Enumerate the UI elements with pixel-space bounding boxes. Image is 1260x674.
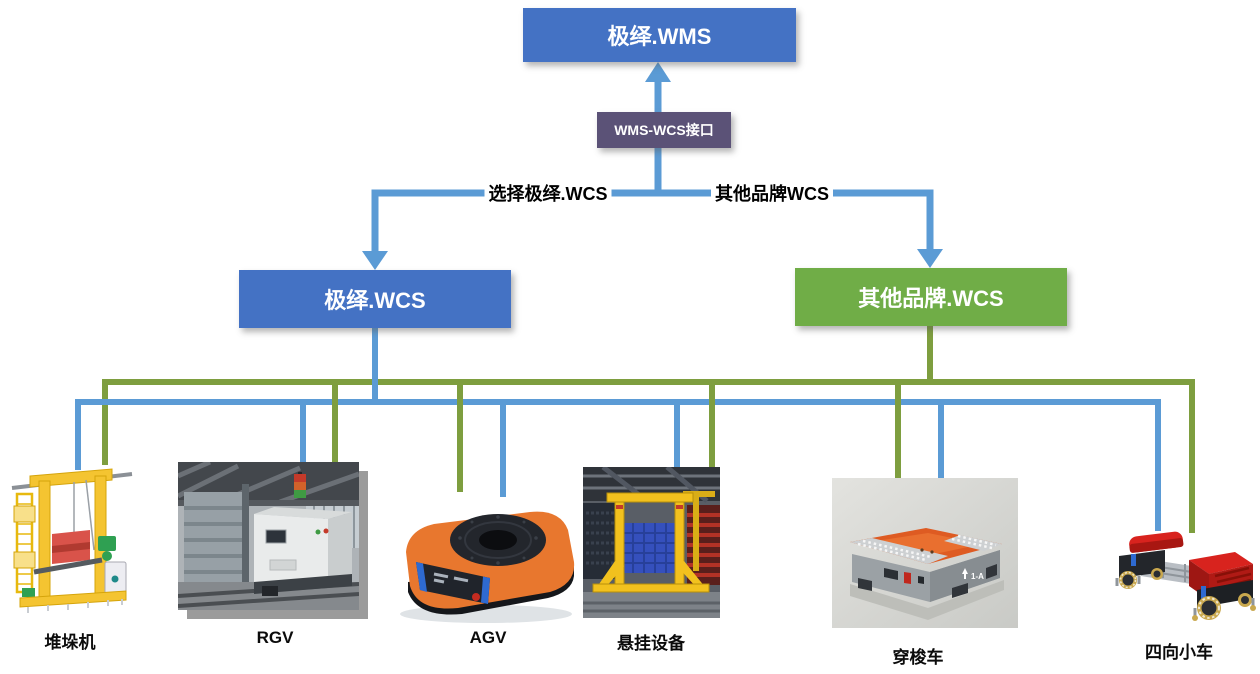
node-other-wcs-label: 其他品牌.WCS bbox=[858, 286, 1004, 311]
green-overlay-lines bbox=[332, 396, 901, 492]
node-wms: 极绎.WMS bbox=[523, 8, 796, 62]
hanging-equipment-drawing bbox=[583, 467, 720, 618]
shuttle-badge-text: 1-A bbox=[971, 572, 984, 581]
arrowhead-down-to-other-wcs bbox=[917, 249, 943, 268]
node-wms-label: 极绎.WMS bbox=[607, 24, 712, 49]
arrowhead-down-to-jiyi-wcs bbox=[362, 251, 388, 270]
four-way-shuttle-drawing bbox=[1115, 531, 1256, 621]
four-way-shuttle-image bbox=[1103, 528, 1258, 628]
green-bus-line bbox=[102, 379, 1195, 533]
blue-bus-line bbox=[75, 399, 1161, 531]
stacker-crane-image bbox=[8, 448, 136, 616]
caption-four-way-shuttle: 四向小车 bbox=[1145, 643, 1213, 662]
rgv-drawing bbox=[178, 462, 359, 610]
node-jiyi-wcs: 极绎.WCS bbox=[239, 270, 511, 328]
shuttle-drawing: 1-A bbox=[832, 478, 1018, 628]
branch-label-jiyi-wcs: 选择极绎.WCS bbox=[484, 180, 612, 206]
arrowhead-up-to-wms bbox=[645, 62, 671, 82]
caption-hanging-equipment: 悬挂设备 bbox=[617, 634, 685, 653]
node-interface-label: WMS-WCS接口 bbox=[614, 122, 714, 138]
blue-network-lines bbox=[75, 81, 1161, 531]
shuttle-image: 1-A bbox=[832, 478, 1018, 628]
node-other-wcs: 其他品牌.WCS bbox=[795, 268, 1067, 326]
node-wms-wcs-interface: WMS-WCS接口 bbox=[597, 112, 731, 148]
node-jiyi-wcs-label: 极绎.WCS bbox=[324, 288, 426, 313]
branch-label-other-wcs: 其他品牌WCS bbox=[711, 180, 833, 206]
stacker-crane-drawing bbox=[11, 468, 133, 613]
rgv-image bbox=[178, 462, 359, 610]
split-line bbox=[371, 189, 934, 251]
caption-shuttle: 穿梭车 bbox=[892, 648, 944, 667]
caption-agv: AGV bbox=[469, 628, 507, 647]
hanging-equipment-image bbox=[583, 467, 720, 618]
agv-image bbox=[388, 486, 580, 626]
caption-stacker-crane: 堆垛机 bbox=[44, 633, 96, 652]
caption-rgv: RGV bbox=[256, 628, 294, 647]
agv-drawing bbox=[400, 511, 575, 623]
